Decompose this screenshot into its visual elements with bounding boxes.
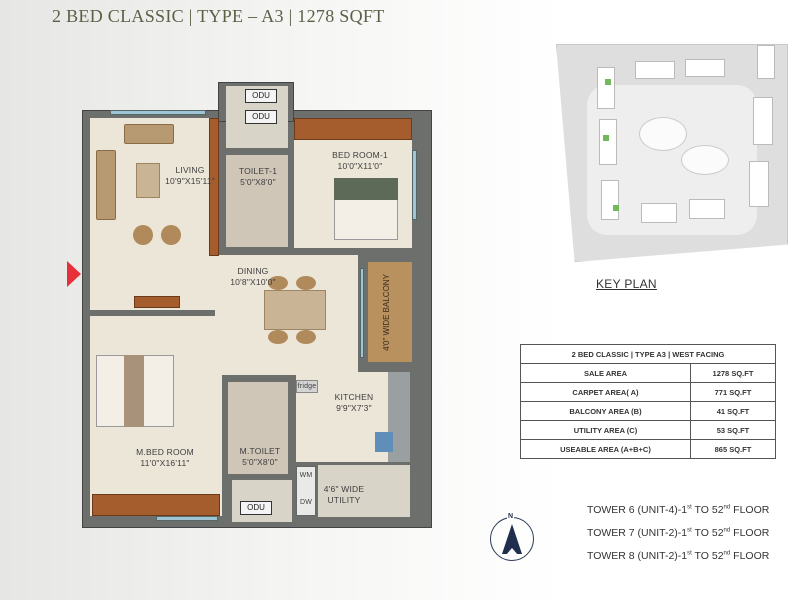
label-fridge: fridge — [296, 380, 318, 393]
label-dining: DINING 10'8"X10'0" — [230, 266, 276, 287]
compass-north-label: N — [507, 513, 515, 520]
table-row: CARPET AREA( A) 771 SQ.FT — [520, 382, 777, 402]
key-plan-tower — [597, 67, 615, 109]
dining-table — [264, 290, 326, 330]
odu-unit-1: ODU — [245, 89, 277, 103]
table-row: SALE AREA 1278 SQ.FT — [520, 363, 777, 383]
label-master-bedroom: M.BED ROOM 11'0"X16'11" — [136, 447, 194, 468]
entry-arrow-icon — [67, 261, 81, 287]
key-plan-map — [556, 44, 788, 262]
north-arrow-icon — [502, 524, 522, 554]
room-master-toilet — [228, 382, 288, 474]
tower-line: TOWER 8 (UNIT-2)-1st TO 52nd FLOOR — [587, 550, 770, 562]
label-wm: WM — [299, 472, 313, 479]
coffee-table — [136, 163, 160, 198]
room-toilet-1 — [226, 155, 288, 247]
key-plan-highlight — [613, 205, 619, 211]
tower-line: TOWER 7 (UNIT-2)-1st TO 52nd FLOOR — [587, 527, 770, 539]
table-header-row: 2 BED CLASSIC | TYPE A3 | WEST FACING — [520, 344, 776, 364]
room-utility — [318, 465, 410, 517]
row-label: SALE AREA — [520, 363, 691, 383]
row-value: 41 SQ.FT — [689, 401, 777, 421]
kitchen-counter — [388, 372, 410, 462]
dining-chair — [268, 330, 288, 344]
kitchen-sink — [375, 432, 393, 452]
window-master-bedroom — [156, 516, 218, 521]
label-utility: 4'6" WIDE UTILITY — [323, 484, 365, 505]
living-tv-unit — [209, 118, 219, 256]
window-living — [110, 110, 206, 115]
label-balcony: 4'0" WIDE BALCONY — [381, 274, 391, 351]
key-plan-lawn — [639, 117, 687, 151]
row-value: 865 SQ.FT — [689, 439, 777, 459]
tower-list: TOWER 6 (UNIT-4)-1st TO 52nd FLOOR TOWER… — [587, 504, 769, 573]
key-plan-highlight — [603, 135, 609, 141]
console-table — [134, 296, 180, 308]
window-bedroom-1 — [412, 150, 417, 220]
bedspread-bedroom-1 — [334, 178, 398, 200]
key-plan-tower — [635, 61, 675, 79]
row-label: UTILITY AREA (C) — [520, 420, 691, 440]
bedspread-master-bedroom — [124, 355, 144, 427]
wardrobe-bedroom-1 — [294, 118, 412, 140]
row-label: BALCONY AREA (B) — [520, 401, 691, 421]
label-living: LIVING 10'9"X15'11" — [165, 165, 215, 186]
table-row: UTILITY AREA (C) 53 SQ.FT — [520, 420, 777, 440]
label-bedroom-1: BED ROOM-1 10'0"X11'0" — [332, 150, 388, 171]
label-kitchen: KITCHEN 9'9"X7'3" — [334, 392, 374, 413]
dining-chair — [296, 330, 316, 344]
key-plan-label: KEY PLAN — [596, 277, 657, 291]
key-plan-tower — [599, 119, 617, 165]
tower-line: TOWER 6 (UNIT-4)-1st TO 52nd FLOOR — [587, 504, 770, 516]
key-plan-lawn — [681, 145, 729, 175]
key-plan-tower — [749, 161, 769, 207]
page-title: 2 BED CLASSIC | TYPE – A3 | 1278 SQFT — [52, 6, 385, 26]
key-plan-tower — [641, 203, 677, 223]
row-label: CARPET AREA( A) — [520, 382, 691, 402]
table-row: USEABLE AREA (A+B+C) 865 SQ.FT — [520, 439, 777, 459]
dining-chair — [268, 276, 288, 290]
row-value: 53 SQ.FT — [689, 420, 777, 440]
window-balcony — [360, 268, 364, 358]
odu-unit-3: ODU — [240, 501, 272, 515]
label-dw: DW — [299, 499, 313, 506]
key-plan-tower — [753, 97, 773, 145]
key-plan-tower — [689, 199, 725, 219]
wm-dw-slot — [296, 466, 316, 516]
key-plan-highlight — [605, 79, 611, 85]
room-balcony — [368, 262, 412, 362]
pouf-2 — [161, 225, 181, 245]
pouf-1 — [133, 225, 153, 245]
row-value: 771 SQ.FT — [689, 382, 777, 402]
wardrobe-master-bedroom — [92, 494, 220, 516]
sofa-long — [96, 150, 116, 220]
odu-unit-2: ODU — [245, 110, 277, 124]
key-plan-tower — [757, 45, 775, 79]
table-heading: 2 BED CLASSIC | TYPE A3 | WEST FACING — [520, 344, 776, 364]
floor-plan: ODU ODU ODU LIVING 10'9"X15'11" TOILET-1… — [67, 82, 432, 528]
sofa-small — [124, 124, 174, 144]
row-value: 1278 SQ.FT — [689, 363, 777, 383]
key-plan-tower — [601, 180, 619, 220]
label-master-toilet: M.TOILET 5'0"X8'0" — [239, 446, 281, 467]
north-arrow-notch — [506, 548, 518, 555]
key-plan-tower — [685, 59, 725, 77]
area-table: 2 BED CLASSIC | TYPE A3 | WEST FACING SA… — [520, 344, 777, 459]
dining-chair — [296, 276, 316, 290]
row-label: USEABLE AREA (A+B+C) — [520, 439, 691, 459]
label-toilet-1: TOILET-1 5'0"X8'0" — [238, 166, 278, 187]
table-row: BALCONY AREA (B) 41 SQ.FT — [520, 401, 777, 421]
